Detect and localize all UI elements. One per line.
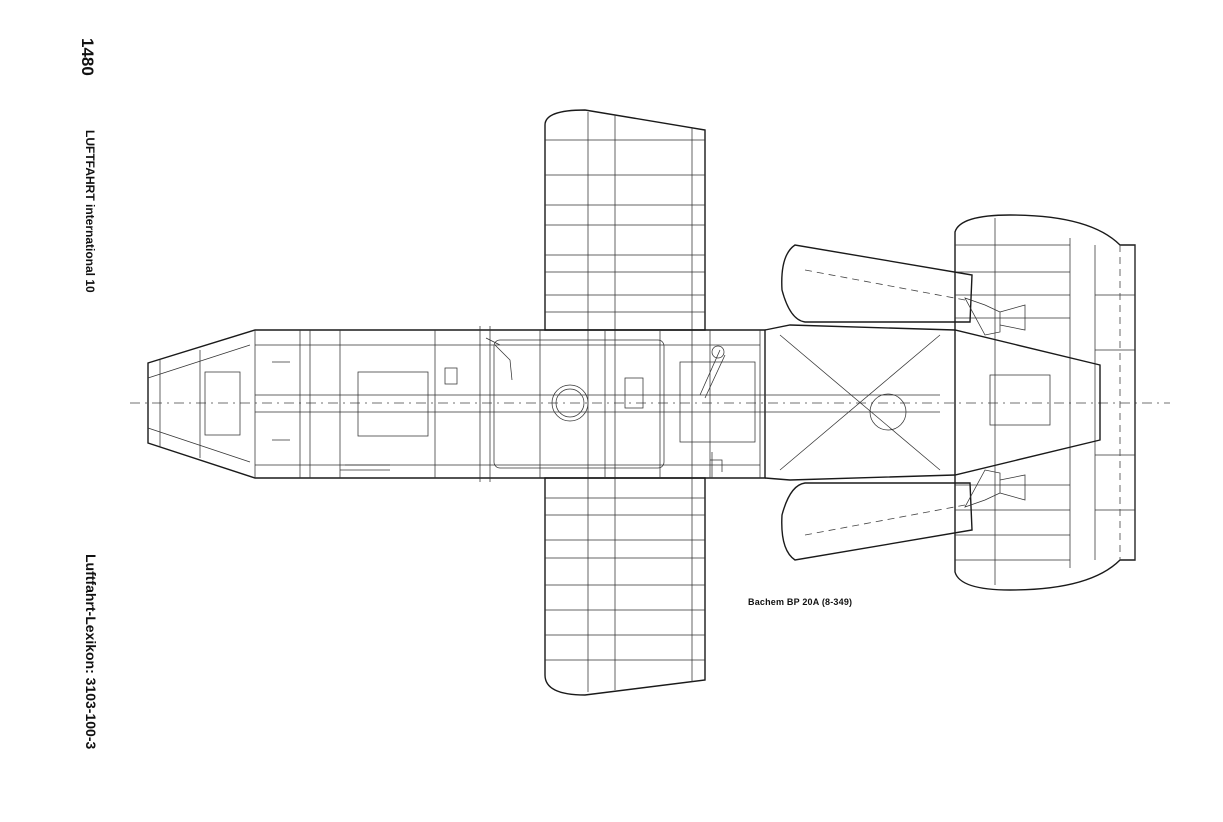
tail-surfaces <box>954 214 1136 591</box>
main-wing <box>544 109 706 696</box>
drawing-caption: Bachem BP 20A (8-349) <box>748 597 853 607</box>
booster-upper <box>781 244 1026 336</box>
fuselage <box>147 324 1101 482</box>
booster-lower <box>781 469 1026 561</box>
